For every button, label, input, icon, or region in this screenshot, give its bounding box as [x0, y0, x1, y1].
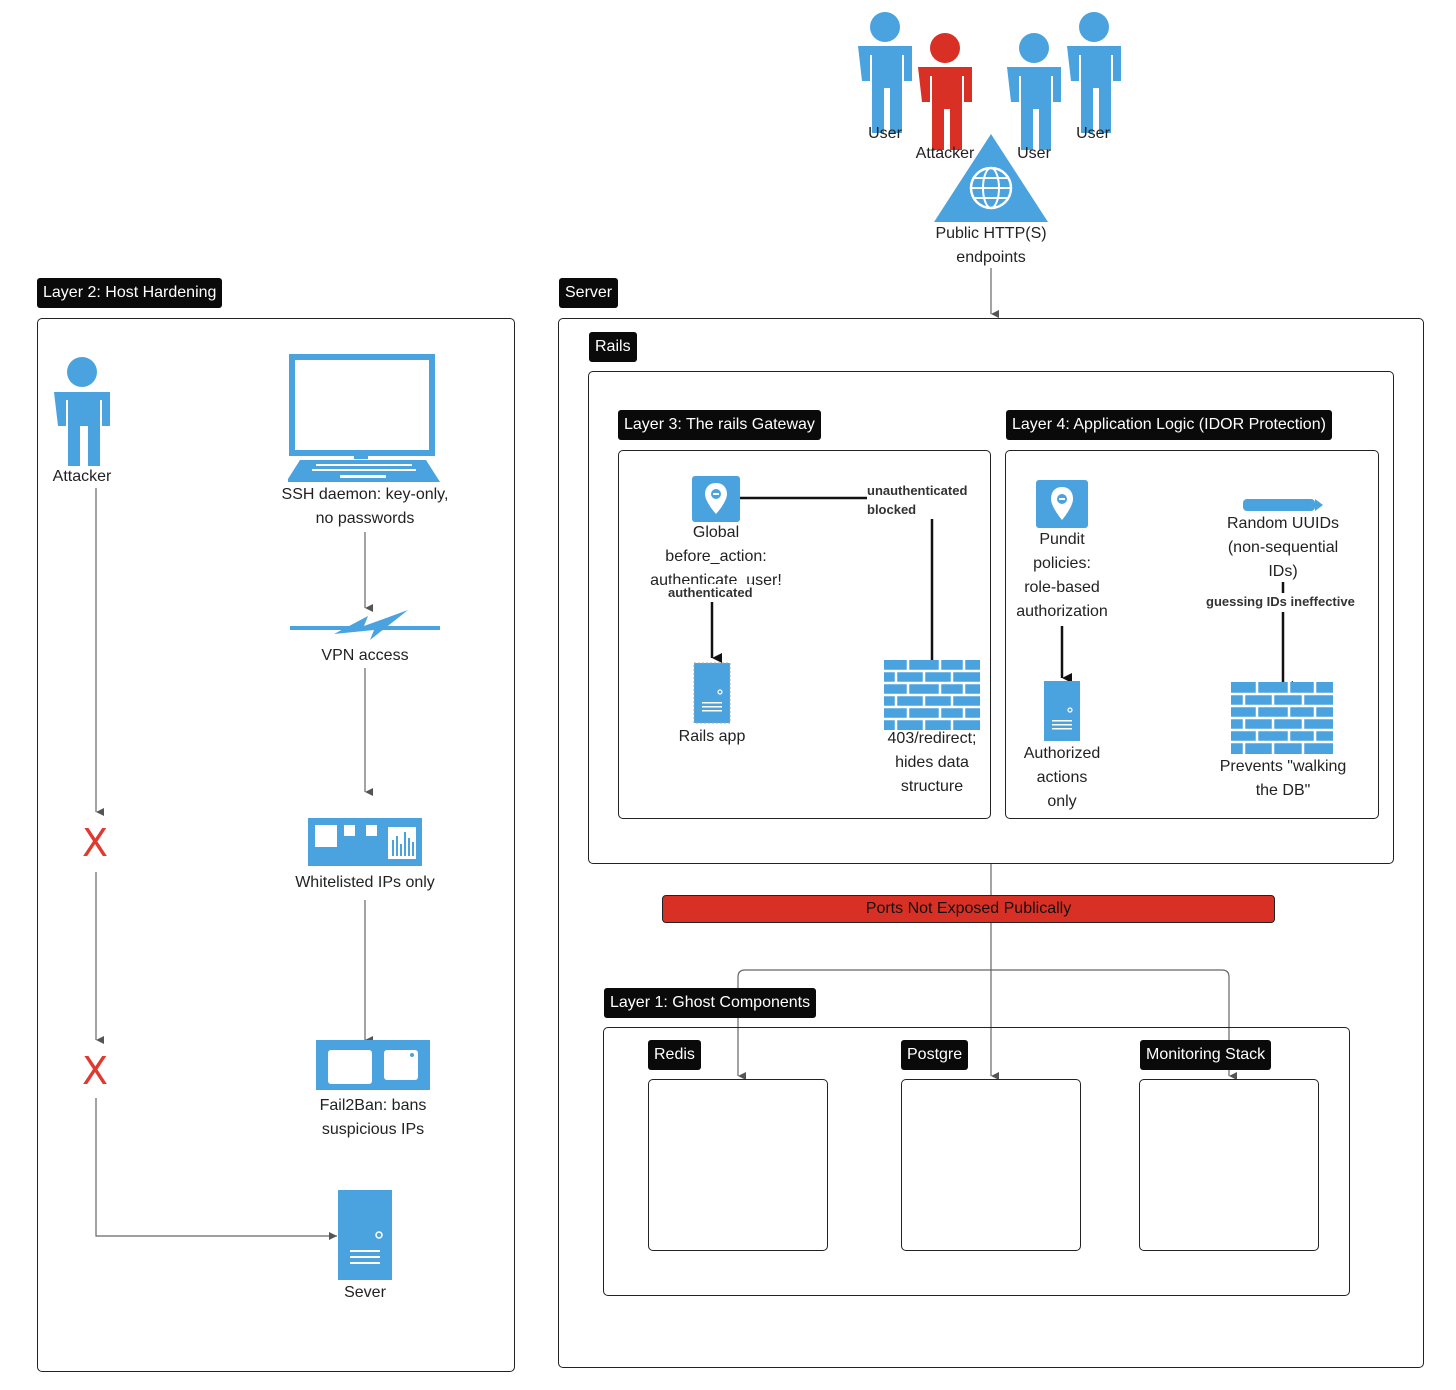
rails-container [588, 371, 1394, 864]
brick-wall-icon [884, 660, 980, 730]
attacker-icon [54, 357, 110, 466]
laptop-icon [288, 354, 440, 482]
prevents-label: Prevents "walking the DB" [1219, 758, 1347, 799]
monitoring-stack-title: Monitoring Stack [1140, 1040, 1272, 1070]
rails-app-label: Rails app [678, 728, 746, 745]
layer3-title: Layer 3: The rails Gateway [618, 410, 821, 440]
layer3-container [618, 450, 991, 819]
before-action-label: Global before_action: authenticate_user! [650, 524, 782, 589]
user-icon [1007, 33, 1061, 150]
fail2ban-device-icon [316, 1040, 430, 1090]
attacker-icon [918, 33, 972, 150]
split-to-monitoring-line [991, 969, 1237, 1080]
authenticated-label: authenticated [668, 584, 753, 602]
key-bar-icon [1243, 499, 1323, 511]
layer2-container [37, 318, 515, 1372]
policy-pin-icon [1036, 480, 1088, 528]
server-icon [338, 1190, 392, 1280]
layer4-title: Layer 4: Application Logic (IDOR Protect… [1006, 410, 1332, 440]
endpoint-label: Public HTTP(S) endpoints [935, 225, 1047, 266]
user-icon [858, 12, 912, 133]
firewall-appliance-icon [308, 818, 422, 866]
vpn-lightning-icon [290, 610, 440, 640]
user-label: User [868, 125, 902, 142]
layer4-container [1005, 450, 1379, 819]
authorized-label: Authorized actions only [1023, 745, 1101, 810]
server-label: Sever [344, 1284, 386, 1301]
blocked-x-icon: X [82, 821, 109, 865]
monitoring-stack-box [1139, 1079, 1319, 1251]
server-title: Server [559, 278, 619, 308]
brick-wall-icon [1231, 682, 1333, 754]
server-container [558, 318, 1424, 1368]
split-to-redis-line [737, 969, 991, 1080]
user-label: User [1076, 125, 1110, 142]
blocked-result-label: 403/redirect; hides data structure [887, 730, 977, 795]
layer2-title: Layer 2: Host Hardening [37, 278, 223, 308]
pundit-label: Pundit policies: role-based authorizatio… [1016, 531, 1108, 620]
redis-box [648, 1079, 828, 1251]
layer1-container [603, 1027, 1350, 1296]
user-label: User [1017, 145, 1051, 162]
fail2ban-label: Fail2Ban: bans suspicious IPs [319, 1097, 427, 1138]
location-pin-icon [692, 476, 740, 522]
ports-not-exposed-banner: Ports Not Exposed Publically [662, 895, 1275, 923]
uuids-label: Random UUIDs (non-sequential IDs) [1226, 515, 1340, 580]
unauthenticated-label: unauthenticated blocked [867, 481, 968, 519]
redis-title: Redis [648, 1040, 701, 1070]
users-group [858, 12, 1121, 150]
ssh-label: SSH daemon: key-only, no passwords [281, 486, 449, 527]
x2-to-server-line [95, 1098, 337, 1240]
rails-app-server-icon [693, 662, 731, 724]
postgre-title: Postgre [901, 1040, 969, 1070]
attacker-label: Attacker [52, 468, 112, 485]
authorized-server-icon [1044, 681, 1080, 741]
attacker-label: Attacker [915, 145, 975, 162]
rails-title: Rails [589, 332, 637, 362]
blocked-x-icon: X [82, 1049, 109, 1093]
whitelist-label: Whitelisted IPs only [295, 874, 435, 891]
postgre-box [901, 1079, 1081, 1251]
layer1-title: Layer 1: Ghost Components [604, 988, 817, 1018]
user-icon [1067, 12, 1121, 133]
globe-triangle-icon [934, 134, 1048, 222]
guessing-label: guessing IDs ineffective [1205, 593, 1356, 611]
vpn-label: VPN access [321, 647, 409, 664]
